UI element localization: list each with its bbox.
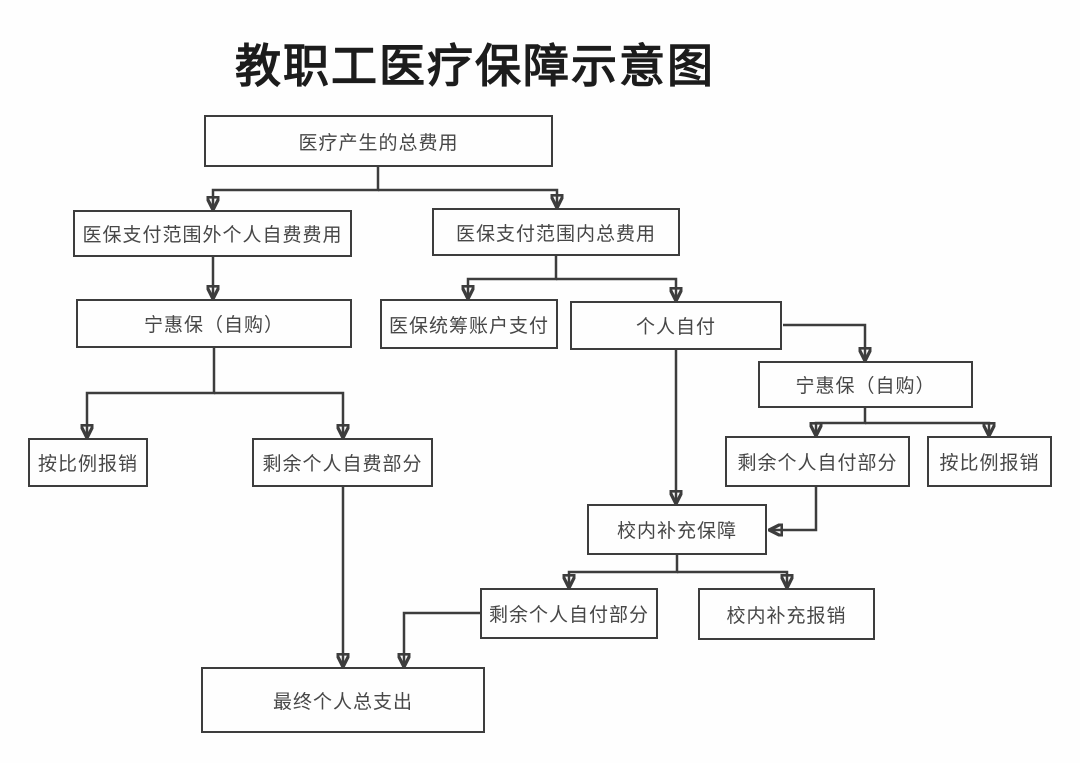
node-school-supplement-reimburse: 校内补充报销 [698,588,875,640]
edge-ninghuibaoright-proportionalright [865,421,989,434]
edge-totalcost-outsidescope [213,167,380,208]
edge-totalcost-insidescope [378,188,557,206]
edge-ninghuibaoleft-remainingselffee [214,391,343,436]
node-pooled-account-payment: 医保统筹账户支付 [380,299,558,349]
edge-remainingselfpayright-schoolsupplement [771,487,818,530]
edge-schoolsupplement-schoolreimburse [677,570,787,586]
edge-remainingselfpaybottom-finaltotal [404,611,480,665]
node-inside-scope-total-fee: 医保支付范围内总费用 [432,208,680,256]
node-school-supplement-security: 校内补充保障 [587,504,767,555]
edge-schoolsupplement-remainingselfpaybottom [569,555,679,586]
node-final-personal-total: 最终个人总支出 [201,667,485,733]
node-remaining-self-pay-right: 剩余个人自付部分 [725,436,910,487]
node-total-medical-cost: 医疗产生的总费用 [204,115,553,167]
edge-selfpay-ninghuibaoright [783,323,865,359]
node-proportional-reimburse-right: 按比例报销 [927,436,1052,487]
node-ninghuibao-right: 宁惠保（自购） [758,361,973,408]
edge-ninghuibaoleft-proportionalleft [87,348,216,436]
node-remaining-self-pay-bottom: 剩余个人自付部分 [480,588,658,639]
node-personal-self-pay: 个人自付 [570,301,782,350]
node-proportional-reimburse-left: 按比例报销 [28,438,148,487]
node-outside-scope-self-fee: 医保支付范围外个人自费费用 [73,210,352,257]
edge-insidescope-pooledaccount [468,256,558,297]
node-ninghuibao-left: 宁惠保（自购） [76,299,352,348]
page-title: 教职工医疗保障示意图 [235,40,715,92]
edge-insidescope-selfpay [556,277,676,299]
node-remaining-self-fee: 剩余个人自费部分 [252,438,433,487]
edge-ninghuibaoright-remainingselfpayright [816,408,867,434]
